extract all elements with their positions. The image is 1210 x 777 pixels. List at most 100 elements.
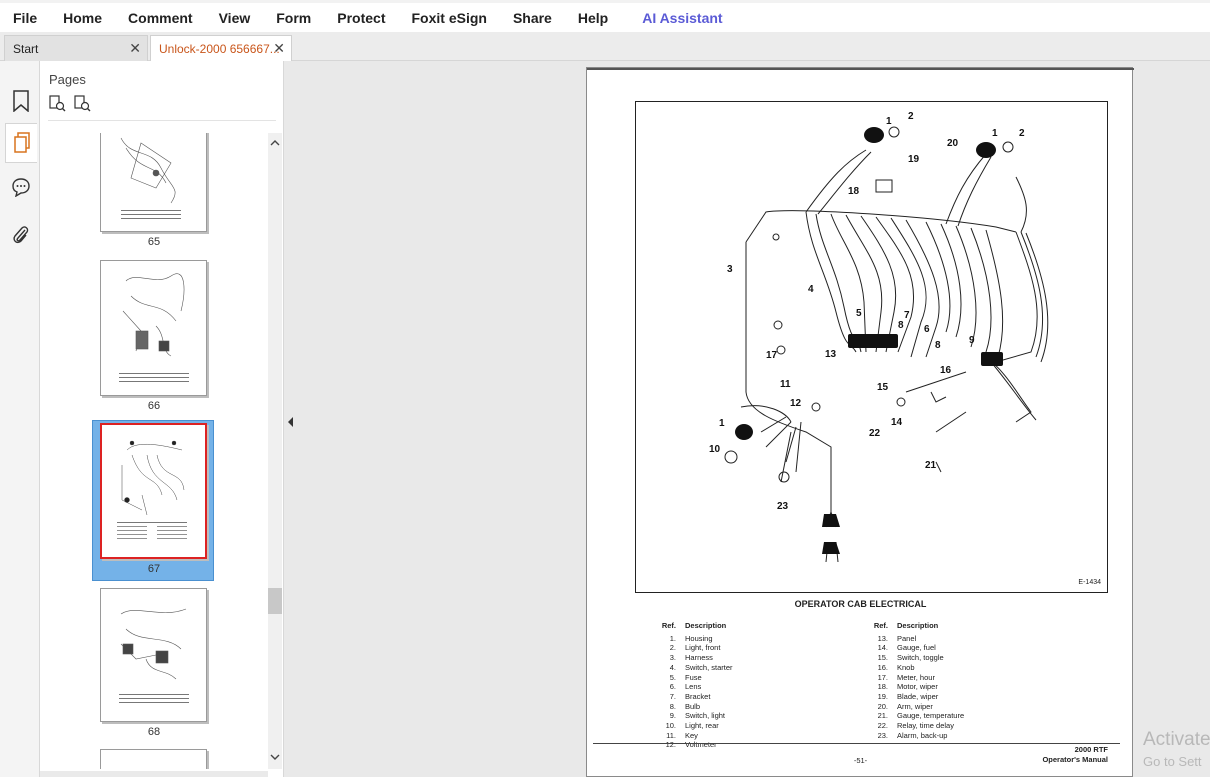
- horizontal-scrollbar[interactable]: [40, 771, 268, 777]
- watermark-line-2: Go to Sett: [1143, 754, 1202, 769]
- callout: 1: [719, 418, 725, 429]
- callout: 12: [790, 398, 802, 409]
- callout: 9: [969, 335, 975, 346]
- part-desc: Meter, hour: [897, 672, 935, 682]
- attachment-icon: [13, 226, 29, 244]
- menu-comment[interactable]: Comment: [128, 9, 193, 26]
- menu-view[interactable]: View: [218, 9, 251, 26]
- callout: 8: [898, 320, 904, 331]
- parts-row: 3.Harness: [647, 653, 805, 663]
- part-desc: Arm, wiper: [897, 701, 933, 711]
- parts-row: 8. Bulb: [647, 702, 805, 712]
- part-desc: Bulb: [685, 701, 701, 711]
- parts-row: 22.Relay, time delay: [859, 721, 1017, 731]
- thumbnail-scrollbar[interactable]: [268, 133, 282, 769]
- parts-row: 6.Lens: [647, 682, 805, 692]
- parts-header: Ref. Description: [647, 621, 805, 631]
- parts-row: 16.Knob: [859, 663, 1017, 673]
- ref-header: Ref.: [661, 621, 676, 630]
- part-desc: Gauge, fuel: [897, 643, 936, 653]
- parts-row: 21.Gauge, temperature: [859, 711, 1017, 721]
- part-ref: 2.: [669, 643, 676, 653]
- figure-caption: OPERATOR CAB ELECTRICAL: [794, 599, 927, 609]
- parts-row: 15.Switch, toggle: [859, 653, 1017, 663]
- ref-header: Ref.: [873, 621, 888, 630]
- callout: 20: [947, 138, 959, 149]
- menu-help[interactable]: Help: [577, 9, 609, 26]
- thumbnail-drawing: [119, 608, 189, 703]
- thumbnail-label: 68: [147, 726, 161, 738]
- description-header: Description: [685, 621, 727, 630]
- page-thumbnail-67[interactable]: [100, 423, 207, 559]
- description-header: Description: [897, 621, 939, 630]
- callout: 16: [940, 365, 952, 376]
- footer-rule: [593, 743, 1120, 744]
- parts-row: 7.Bracket: [647, 692, 805, 702]
- menu-form[interactable]: Form: [276, 9, 312, 26]
- part-ref: 20.: [877, 701, 888, 711]
- part-ref: 22.: [877, 721, 888, 731]
- callout: 5: [856, 308, 862, 319]
- part-ref: 6.: [669, 682, 676, 692]
- menu-foxit-esign[interactable]: Foxit eSign: [411, 9, 487, 26]
- comments-button[interactable]: [5, 167, 37, 207]
- part-desc: Light, front: [685, 643, 721, 653]
- menu-protect[interactable]: Protect: [337, 9, 386, 26]
- pages-button[interactable]: [5, 123, 37, 163]
- document-viewport[interactable]: 1 2 20 19 1 2 18 3 4 5 8 6 7 9 8 17 13: [298, 61, 1210, 777]
- page-thumbnail-68[interactable]: [100, 588, 207, 722]
- menu-home[interactable]: Home: [63, 9, 103, 26]
- parts-row: 23.Alarm, back-up: [859, 731, 1017, 741]
- panel-collapse-handle[interactable]: [284, 61, 298, 777]
- callout: 13: [825, 349, 837, 360]
- callout: 18: [848, 186, 860, 197]
- scrollbar-thumb[interactable]: [268, 588, 282, 614]
- tab-start[interactable]: Start ✕: [4, 35, 148, 61]
- bookmark-button[interactable]: [5, 81, 37, 121]
- parts-row: 10.Light, rear: [647, 721, 805, 731]
- menu-ai-assistant[interactable]: AI Assistant: [642, 9, 723, 26]
- part-ref: 9.: [669, 711, 676, 721]
- part-ref: 18.: [877, 682, 888, 692]
- page-zoom-in-icon[interactable]: [49, 95, 66, 112]
- page-thumbnail-65[interactable]: [100, 133, 207, 232]
- part-ref: 8.: [669, 701, 676, 711]
- part-desc: Harness: [685, 653, 713, 663]
- part-ref: 21.: [877, 711, 888, 721]
- close-icon[interactable]: ✕: [129, 40, 141, 56]
- part-ref: 23.: [877, 730, 888, 740]
- callout: 11: [780, 379, 791, 390]
- collapse-arrow-icon[interactable]: [284, 415, 298, 429]
- menu-share[interactable]: Share: [512, 9, 552, 26]
- part-ref: 5.: [669, 672, 676, 682]
- tab-document[interactable]: Unlock-2000 656667... ✕: [150, 35, 292, 61]
- part-ref: 16.: [877, 662, 888, 672]
- chevron-up-icon[interactable]: [268, 137, 282, 149]
- chevron-down-icon[interactable]: [268, 751, 282, 763]
- page-zoom-out-icon[interactable]: [74, 95, 91, 112]
- thumbnail-list: 65 66: [40, 133, 268, 769]
- part-ref: 14.: [877, 643, 888, 653]
- page-thumbnail-66[interactable]: [100, 260, 207, 396]
- parts-row: 2. Light, front: [647, 643, 805, 653]
- part-ref: 1.: [669, 633, 676, 643]
- callout: 21: [925, 460, 937, 471]
- part-desc: Bracket: [685, 691, 711, 701]
- part-desc: Switch, starter: [685, 662, 733, 672]
- page-thumbnail-next[interactable]: [100, 749, 207, 769]
- close-icon[interactable]: ✕: [273, 40, 285, 56]
- callout: 23: [777, 501, 789, 512]
- panel-title: Pages: [49, 72, 86, 87]
- part-ref: 12.: [665, 740, 676, 750]
- tab-document-label: Unlock-2000 656667...: [159, 41, 280, 56]
- parts-row: 20. Arm, wiper: [859, 702, 1017, 712]
- parts-row: 17.Meter, hour: [859, 673, 1017, 683]
- menu-file[interactable]: File: [13, 9, 38, 26]
- attachments-button[interactable]: [5, 215, 37, 255]
- parts-row: 9.Switch, light: [647, 711, 805, 721]
- part-desc: Motor, wiper: [897, 682, 938, 692]
- figure-code: E-1434: [1078, 579, 1101, 586]
- part-desc: Light, rear: [685, 721, 719, 731]
- callout: 17: [766, 350, 778, 361]
- panel-tools: [49, 95, 91, 112]
